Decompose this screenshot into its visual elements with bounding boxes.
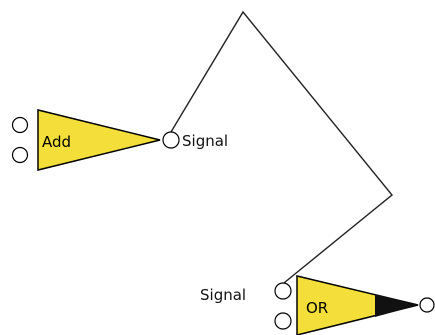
add-output-port[interactable]	[162, 131, 180, 149]
or-node[interactable]: OR	[296, 275, 419, 335]
or-output-port[interactable]	[419, 297, 435, 313]
add-output-label: Signal	[182, 132, 228, 150]
signal-wire[interactable]	[167, 10, 393, 288]
or-input-port-2[interactable]	[274, 312, 292, 330]
or-node-body[interactable]	[296, 275, 419, 335]
add-node[interactable]: Add	[37, 109, 161, 171]
or-input-label: Signal	[200, 286, 246, 304]
add-input-port-1[interactable]	[11, 116, 29, 134]
add-node-body[interactable]	[37, 109, 161, 171]
or-node-invert-marker	[375, 294, 418, 317]
add-node-label: Add	[42, 133, 71, 151]
or-input-port-1[interactable]	[274, 282, 292, 300]
or-node-label: OR	[306, 299, 328, 317]
add-input-port-2[interactable]	[11, 146, 29, 164]
